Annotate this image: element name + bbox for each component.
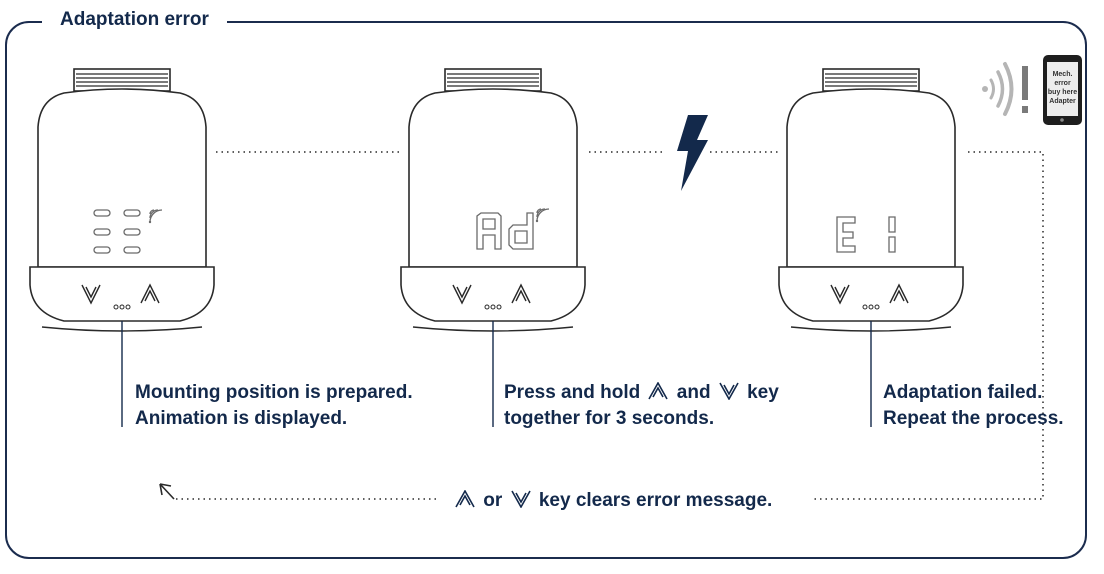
arrow-up-key-icon [455,490,475,508]
arrow-down-key-icon [510,490,531,508]
display-animation [93,209,141,254]
smartphone-icon: Mech. error buy here Adapter [1043,55,1082,125]
arrow-down-key-icon [719,382,739,400]
caption-step-2-and: and [676,382,711,403]
phone-text-line1: Mech. [1053,71,1073,78]
caption-step-3-line1: Adaptation failed. [883,382,1043,403]
caption-step-2-line1: Press and hold and key [504,380,779,406]
return-arrow-icon [159,483,175,500]
caption-step-2-line2: together for 3 seconds. [504,408,715,429]
connector-dotted-4 [812,151,1044,500]
diagram-frame [5,21,1087,559]
caption-step-2-key: key [747,382,779,403]
caption-step-2: Press and hold and key together for 3 se… [504,380,779,432]
bottom-note-text: key clears error message. [538,490,773,511]
display-ad [476,212,534,250]
bottom-note-or: or [483,490,503,511]
diagram-title: Adaptation error [42,8,227,32]
thermostat-device-3 [778,68,964,332]
caption-step-2-prefix: Press and hold [504,382,641,403]
caption-step-1-line2: Animation is displayed. [135,408,348,429]
phone-text-line3: buy here [1048,89,1077,96]
phone-text-line2: error [1054,80,1071,87]
wireless-signal-icon [982,62,1014,116]
caption-step-1: Mounting position is prepared. Animation… [135,380,413,432]
thermostat-device-2 [400,68,586,332]
exclamation-icon [1022,66,1028,113]
display-e1 [836,216,896,253]
phone-text-line4: Adapter [1049,98,1076,105]
bottom-note: or key clears error message. [452,488,772,514]
arrow-up-key-icon [648,382,669,400]
caption-step-3-line2: Repeat the process. [883,408,1064,429]
thermostat-device-1 [29,68,215,332]
lightning-icon [677,115,708,191]
caption-step-1-line1: Mounting position is prepared. [135,382,413,403]
caption-step-3: Adaptation failed. Repeat the process. [883,380,1064,432]
